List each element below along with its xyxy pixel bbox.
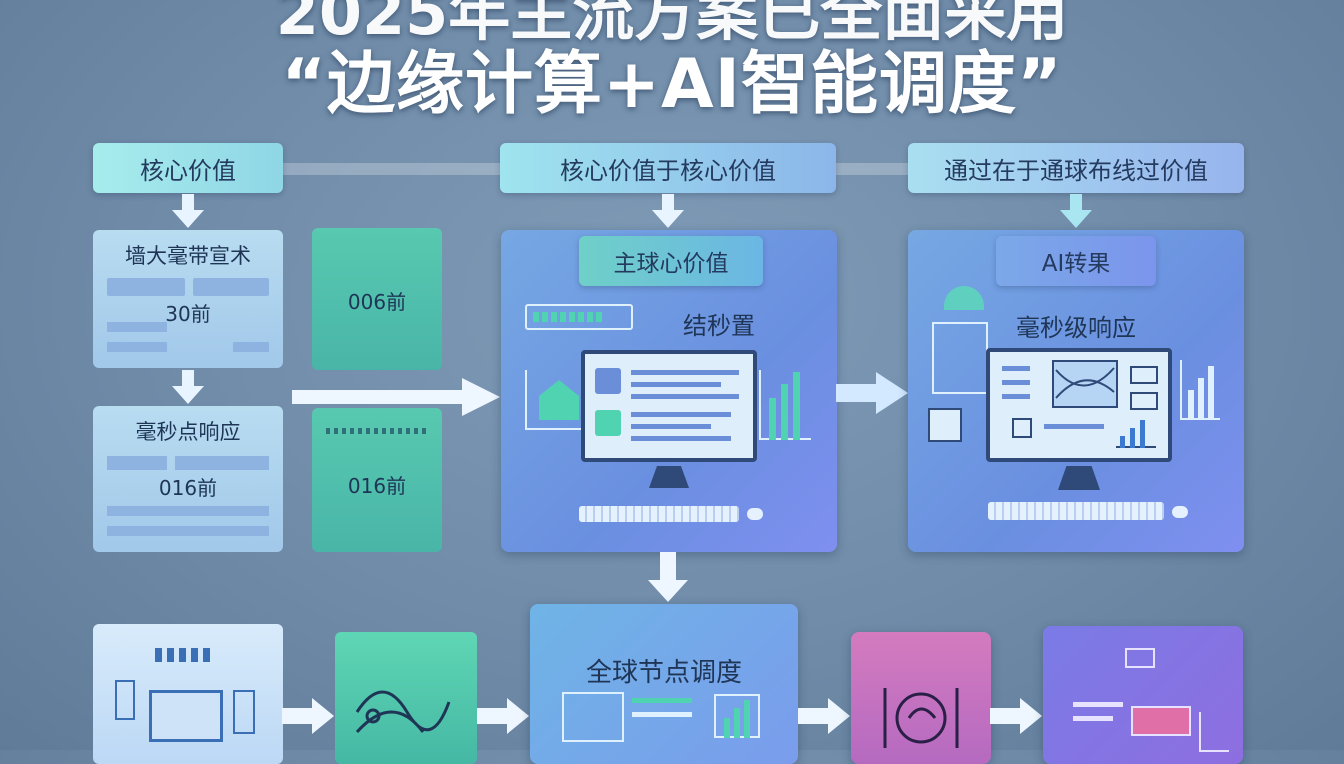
panel-core-value-sub: 结秒置	[683, 312, 755, 340]
bar-chart-icon	[1199, 712, 1229, 752]
network-icon	[355, 690, 451, 734]
monitor-stand	[649, 466, 689, 488]
dots-row	[326, 428, 426, 434]
card-ms-response: 毫秒点响应 016前	[93, 406, 283, 552]
header-core-value: 核心价值	[93, 143, 283, 193]
arrow-right-icon	[836, 372, 908, 414]
table-row	[175, 456, 269, 470]
page-title: “边缘计算+AI智能调度”	[281, 45, 1063, 124]
monitor-icon	[986, 348, 1172, 462]
bottom-card-dashboard	[1043, 626, 1243, 764]
mouse-icon	[1172, 506, 1188, 518]
monitor-icon	[581, 350, 757, 462]
arrow-down-icon	[1060, 194, 1092, 228]
arrow-down-icon	[652, 194, 684, 228]
progress-bar	[525, 304, 633, 330]
panel-global-scheduling-title: 全球节点调度	[585, 658, 742, 688]
progress-fill	[533, 312, 603, 322]
teal-card-1: 006前	[312, 228, 442, 370]
arrow-right-icon	[990, 698, 1042, 734]
panel-core-value: 主球心价值 结秒置	[501, 230, 837, 552]
document-icon	[932, 322, 988, 394]
header-core-value-mid-label: 核心价值于核心价值	[560, 156, 776, 185]
header-pass-through: 通过在于通球布线过价值	[908, 143, 1244, 193]
title-top: 2025年主流方案已全面采用	[275, 0, 1069, 49]
monitor-stand	[1058, 466, 1100, 490]
header-connector-1	[282, 163, 500, 175]
card-bandwidth: 墙大毫带宣术 30前	[93, 230, 283, 368]
panel-ai-result: AI转果 毫秒级响应	[908, 230, 1244, 552]
teal-card-2: 016前	[312, 408, 442, 552]
card-ms-response-title: 毫秒点响应	[135, 420, 241, 444]
panel-ai-result-title: AI转果	[996, 236, 1156, 286]
header-connector-2	[836, 163, 908, 175]
bottom-card-ai	[851, 632, 991, 764]
keyboard-icon	[988, 502, 1164, 520]
header-core-value-mid: 核心价值于核心价值	[500, 143, 836, 193]
panel-global-scheduling: 全球节点调度	[530, 604, 798, 764]
table-row	[107, 278, 185, 296]
table-row	[107, 342, 167, 352]
bottom-card-devices	[93, 624, 283, 764]
panel-core-value-title-text: 主球心价值	[613, 251, 729, 277]
arrow-right-icon	[798, 698, 850, 734]
bar-chart-icon	[714, 694, 760, 738]
mouse-icon	[747, 508, 763, 520]
arrow-down-icon	[172, 194, 204, 228]
card-bandwidth-title: 墙大毫带宣术	[125, 244, 251, 268]
arrow-down-icon	[648, 552, 688, 602]
card-bandwidth-value: 30前	[165, 302, 211, 326]
bottom-card-network	[335, 632, 477, 764]
panel-ai-result-title-text: AI转果	[1041, 251, 1111, 277]
panel-ai-result-sub: 毫秒级响应	[1016, 314, 1136, 342]
keyboard-icon	[579, 506, 739, 522]
table-row	[107, 526, 269, 536]
table-row	[193, 278, 269, 296]
table-row	[233, 342, 269, 352]
small-device-icon	[928, 408, 962, 442]
table-row	[107, 322, 167, 332]
document-icon	[562, 692, 624, 742]
arrow-right-icon	[292, 378, 500, 416]
panel-core-value-title: 主球心价值	[579, 236, 763, 286]
table-row	[107, 506, 269, 516]
table-row	[107, 456, 167, 470]
arrow-right-icon	[282, 698, 334, 734]
arrow-down-icon	[172, 370, 204, 404]
header-core-value-label: 核心价值	[140, 156, 236, 185]
teal-card-1-value: 006前	[347, 290, 407, 314]
header-pass-through-label: 通过在于通球布线过价值	[944, 156, 1208, 185]
ai-chip-icon	[883, 688, 959, 748]
arrow-right-icon	[477, 698, 529, 734]
bar-chart-icon	[1180, 360, 1220, 420]
cloud-icon	[944, 286, 984, 310]
card-ms-response-value: 016前	[158, 476, 218, 500]
chart-icon	[525, 370, 585, 430]
chart-area	[1052, 360, 1118, 408]
teal-card-2-value: 016前	[347, 474, 407, 498]
highlight-panel	[1131, 706, 1191, 736]
bar-chart-icon	[759, 370, 811, 440]
small-window-icon	[1125, 648, 1155, 668]
